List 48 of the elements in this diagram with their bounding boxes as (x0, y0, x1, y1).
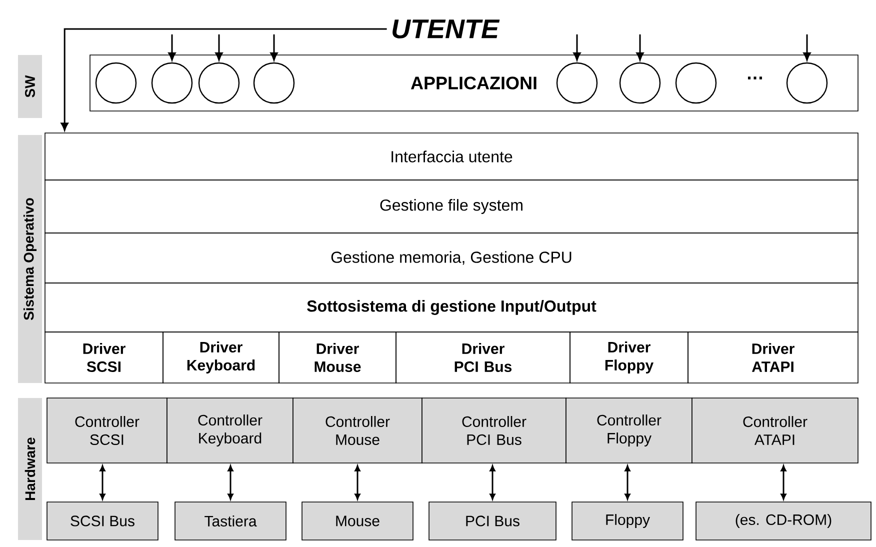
section-band: Hardware (18, 398, 42, 540)
layer-box: Gestione file system (44, 180, 858, 234)
arrow (215, 34, 223, 61)
elbow-arrow (60, 28, 387, 131)
arrow (573, 34, 581, 61)
application-circle (786, 62, 828, 104)
section-band: SW (18, 55, 42, 118)
double-arrow (228, 465, 234, 500)
application-circle (253, 62, 295, 104)
driver-cell: Driver Keyboard (162, 332, 280, 384)
user-label: UTENTE (392, 20, 500, 38)
ellipsis-label: … (748, 76, 762, 80)
layer-box: Interfaccia utente (44, 132, 858, 180)
layer-box: Gestione memoria, Gestione CPU (44, 232, 858, 284)
double-arrow (624, 465, 630, 500)
controller-box: Controller Floppy (566, 398, 692, 464)
application-circle (95, 62, 137, 104)
double-arrow (100, 465, 106, 500)
driver-cell: Driver Mouse (278, 332, 396, 384)
controller-box: Controller Mouse (292, 398, 422, 464)
device-box: SCSI Bus (46, 502, 158, 540)
controller-box: Controller Keyboard (166, 398, 294, 464)
controller-box: Controller ATAPI (692, 398, 858, 464)
device-box: (es. CD-ROM) (696, 502, 872, 540)
application-circle (151, 62, 193, 104)
driver-cell: Driver ATAPI (688, 332, 858, 384)
application-circle (675, 62, 717, 104)
driver-cell: Driver SCSI (44, 332, 164, 384)
arrow (270, 34, 278, 61)
arrow (803, 34, 811, 61)
double-arrow (490, 465, 496, 500)
double-arrow (354, 465, 360, 500)
arrow (636, 34, 644, 61)
double-arrow (780, 465, 786, 500)
arrow (168, 34, 176, 61)
controller-box: Controller PCI Bus (422, 398, 566, 464)
device-box: Mouse (302, 502, 414, 540)
driver-cell: Driver Floppy (570, 332, 688, 384)
controller-box: Controller SCSI (46, 398, 168, 464)
application-circle (619, 62, 661, 104)
layer-box: Sottosistema di gestione Input/Output (44, 282, 858, 332)
application-circle (556, 62, 598, 104)
device-box: PCI Bus (428, 502, 556, 540)
driver-cell: Driver PCI Bus (396, 332, 570, 384)
application-circle (198, 62, 240, 104)
device-box: Floppy (572, 502, 684, 540)
device-box: Tastiera (174, 502, 286, 540)
section-band: Sistema Operativo (18, 135, 42, 383)
